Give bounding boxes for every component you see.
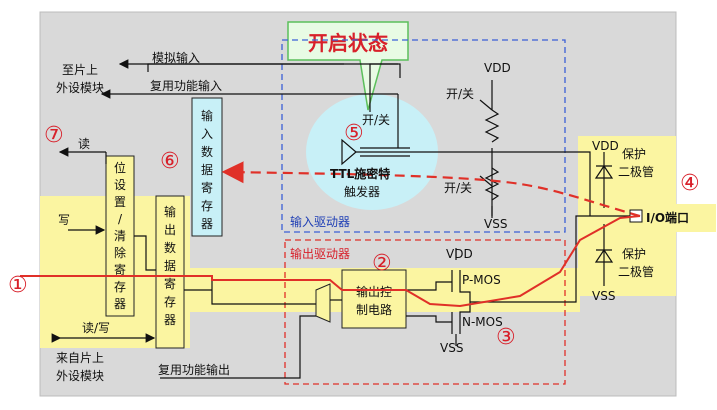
output-control-line2: 制电路 [356,302,392,317]
highlight-port [630,204,716,232]
marker-6: ⑥ [160,149,180,174]
write-label: 写 [58,213,70,227]
marker-2: ② [372,251,392,276]
bit-set-reset-register [105,155,135,317]
vdd-diode-label: VDD [592,139,619,153]
from-periph-label-1: 来自片上 [56,351,104,365]
alt-func-input-label: 复用功能输入 [150,78,222,93]
marker-1: ① [8,273,28,298]
output-signal-path [20,215,641,308]
read-label: 读 [78,137,90,151]
switch-label-3: 开/关 [444,181,472,195]
marker-4: ④ [680,171,700,196]
input-driver-label: 输入驱动器 [290,214,350,229]
marker-5: ⑤ [344,121,364,146]
to-periph-label-2: 外设模块 [56,81,104,95]
bit-set-reset-text: 位设置/清除寄存器 [114,160,126,311]
output-control-line1: 输出控 [356,284,392,299]
protect-label-1b: 二极管 [618,164,654,179]
status-callout-text: 开启状态 [308,31,388,55]
read-write-label: 读/写 [82,321,110,335]
output-data-text: 输出数据寄存器 [164,204,176,327]
marker-7: ⑦ [44,123,64,148]
vdd-pmos-label: VDD [446,247,473,261]
input-driver-box [281,39,566,233]
output-data-register [155,195,185,349]
vss-diode-label: VSS [592,289,615,303]
vss-mid-label: VSS [484,217,507,231]
io-port-label: I/O端口 [646,210,689,225]
schmitt-label-1: TTL施密特 [330,166,390,181]
marker-3: ③ [496,325,516,350]
protect-label-2b: 二极管 [618,264,654,279]
vss-nmos-label: VSS [440,341,463,355]
alt-func-output-label: 复用功能输出 [158,362,230,377]
output-driver-box [284,239,566,385]
from-periph-label-2: 外设模块 [56,369,104,383]
to-periph-label-1: 至片上 [62,63,98,77]
vdd-top-label: VDD [484,61,511,75]
output-control-block [341,269,407,329]
status-callout [287,21,409,111]
input-data-text: 输入数据寄存器 [201,108,213,231]
nmos-label: N-MOS [462,315,503,329]
output-driver-label: 输出驱动器 [290,246,350,261]
wires [51,59,630,379]
output-mux [315,283,331,323]
switch-label-1: 开/关 [362,113,390,127]
pmos-label: P-MOS [462,273,501,287]
schmitt-label-2: 触发器 [344,184,380,199]
protect-label-2a: 保护 [622,247,646,261]
switch-label-2: 开/关 [446,87,474,101]
input-data-register [191,97,223,237]
input-signal-path [221,161,641,218]
analog-input-label: 模拟输入 [152,50,200,65]
protect-label-1a: 保护 [622,147,646,161]
